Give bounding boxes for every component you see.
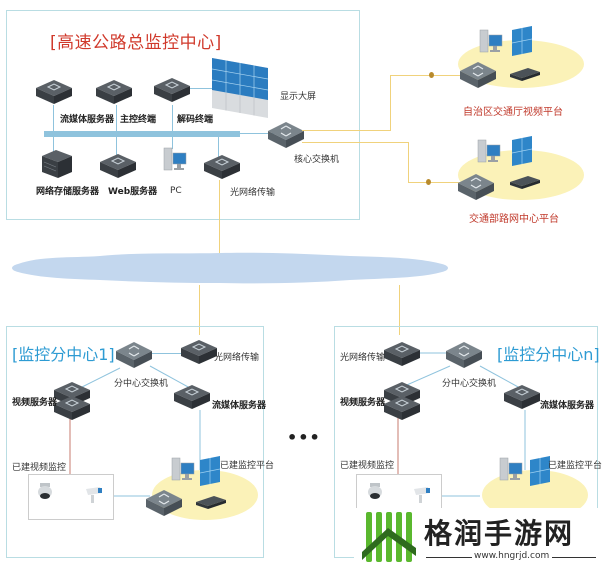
sub1-streaming-server-label: 流媒体服务器 bbox=[212, 401, 267, 411]
subn-video-server-icon-2 bbox=[383, 395, 421, 421]
hq-core-switch-label: 核心交换机 bbox=[294, 155, 340, 165]
sub1-switch-to-optical bbox=[150, 353, 190, 354]
lan-bus bbox=[44, 131, 240, 137]
hq-storage-server-label: 网络存储服务器 bbox=[36, 187, 100, 197]
sub1-switch-label: 分中心交换机 bbox=[114, 379, 169, 389]
core-to-platform2-h bbox=[302, 142, 408, 143]
headquarters-panel bbox=[6, 10, 360, 220]
watermark-divider-left bbox=[426, 557, 472, 558]
link-web bbox=[116, 137, 117, 157]
subn-switch-icon bbox=[445, 341, 483, 369]
core-to-platform1-h2 bbox=[390, 75, 460, 76]
headquarters-title: [高速公路总监控中心] bbox=[50, 33, 222, 53]
network-cloud-icon bbox=[12, 252, 448, 284]
sub1-link-anchor bbox=[94, 360, 95, 361]
subn-existing-video-label: 已建视频监控 bbox=[340, 461, 395, 471]
hq-web-server-label: Web服务器 bbox=[108, 187, 158, 197]
subn-streaming-server-icon bbox=[503, 384, 541, 410]
subn-optical-icon bbox=[383, 341, 421, 367]
link-optical bbox=[218, 137, 219, 159]
bus-to-core-link bbox=[240, 133, 274, 134]
link-decoder bbox=[172, 105, 173, 131]
hq-streaming-server-label: 流媒体服务器 bbox=[60, 115, 115, 125]
core-to-platform2-h2 bbox=[408, 182, 460, 183]
storage-server-icon bbox=[42, 150, 72, 178]
core-to-platform2-v bbox=[408, 142, 409, 182]
watermark-name: 格润手游网 bbox=[424, 517, 575, 550]
link-decoder-wall bbox=[190, 88, 212, 89]
cloud-to-sub1-link bbox=[199, 285, 200, 335]
platform2-label: 交通部路网中心平台 bbox=[469, 214, 559, 225]
hq-to-cloud-link bbox=[219, 180, 220, 254]
watermark-divider-right bbox=[552, 557, 596, 558]
platform1-label: 自治区交通厅视频平台 bbox=[463, 107, 563, 118]
subn-existing-platform-label: 已建监控平台 bbox=[548, 461, 603, 471]
watermark-logo-icon bbox=[362, 510, 416, 564]
more-subcenters-ellipsis: ••• bbox=[287, 428, 321, 447]
hq-decoding-terminal-label: 解码终端 bbox=[177, 115, 214, 125]
sub1-optical-label: 光网络传输 bbox=[214, 353, 260, 363]
subn-dome-camera-icon bbox=[368, 483, 382, 499]
subcenter1-panel bbox=[6, 326, 264, 558]
link-streaming bbox=[53, 105, 54, 131]
subn-platform-pc-icon bbox=[499, 457, 523, 481]
link-storage bbox=[53, 137, 54, 157]
sub1-video-server-label: 视频服务器 bbox=[12, 398, 58, 408]
subn-optical-label: 光网络传输 bbox=[340, 353, 386, 363]
link-pc bbox=[172, 137, 173, 149]
connector-dot bbox=[429, 72, 434, 78]
subn-switch-label: 分中心交换机 bbox=[442, 379, 497, 389]
subn-streaming-server-label: 流媒体服务器 bbox=[540, 401, 595, 411]
watermark-url: www.hngrjd.com bbox=[474, 551, 550, 561]
subcentern-title: [监控分中心n] bbox=[497, 345, 600, 364]
display-wall-icon bbox=[211, 58, 269, 118]
cloud-to-subn-link bbox=[399, 285, 400, 335]
core-to-platform1-h bbox=[302, 130, 390, 131]
subn-video-server-label: 视频服务器 bbox=[340, 398, 386, 408]
hq-display-wall-label: 显示大屏 bbox=[280, 92, 317, 102]
link-master bbox=[116, 105, 117, 131]
connector-dot bbox=[426, 179, 431, 185]
hq-master-terminal-label: 主控终端 bbox=[120, 115, 157, 125]
sub1-existing-video-label: 已建视频监控 bbox=[12, 463, 67, 473]
subn-bullet-camera-icon bbox=[414, 487, 430, 503]
hq-optical-transmission-label: 光网络传输 bbox=[230, 188, 276, 198]
core-to-platform1-v bbox=[390, 75, 391, 131]
subcenter1-title: [监控分中心1] bbox=[12, 345, 115, 364]
sub1-existing-platform-label: 已建监控平台 bbox=[220, 461, 275, 471]
hq-pc-label: PC bbox=[170, 186, 182, 196]
